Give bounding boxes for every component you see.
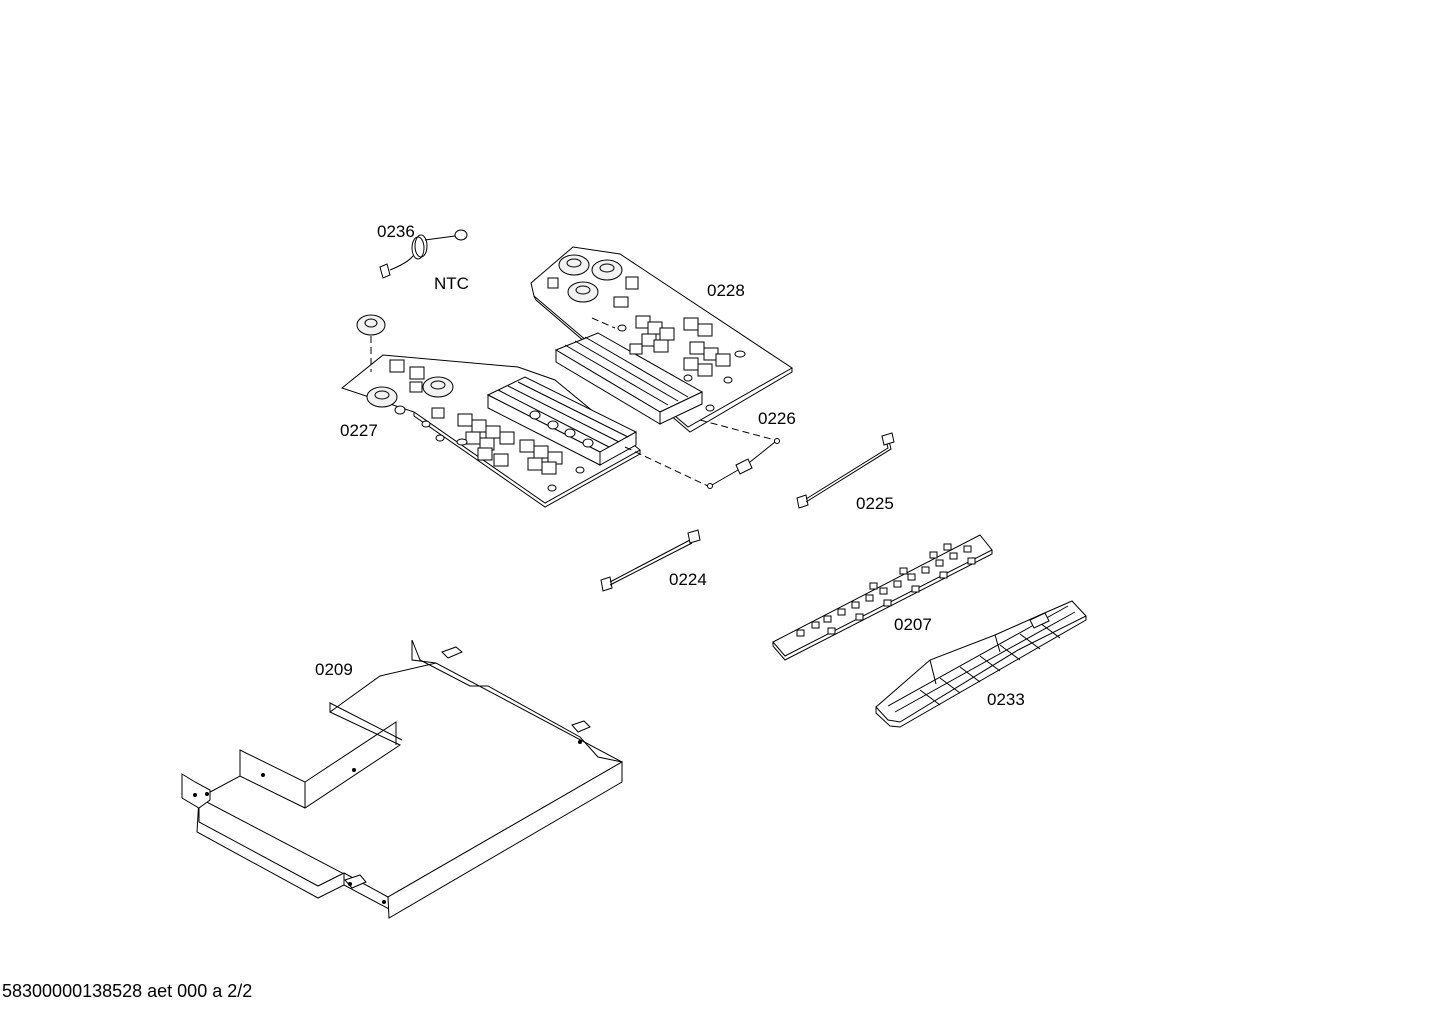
assembly-line <box>624 446 711 488</box>
assembly-line <box>591 317 616 329</box>
part-0236-label: 0236 <box>377 222 415 241</box>
part-0224-label: 0224 <box>669 570 707 589</box>
cable-0226-drawing <box>707 438 780 489</box>
part-0225-label: 0225 <box>856 494 894 513</box>
part-0228-label: 0228 <box>707 281 745 300</box>
part-0233-label: 0233 <box>987 690 1025 709</box>
pcb-0227-drawing <box>340 314 641 508</box>
part-0227-label: 0227 <box>340 421 378 440</box>
cable-0225-drawing <box>796 432 895 509</box>
drawing-number-footer: 58300000138528 aet 000 a 2/2 <box>2 981 253 1001</box>
assembly-line <box>699 419 776 441</box>
pcb-0228-drawing <box>530 246 793 433</box>
control-board-0207-drawing <box>772 534 993 661</box>
part-0209-label: 0209 <box>315 660 353 679</box>
cable-0224-drawing <box>600 529 701 592</box>
part-ntc-label: NTC <box>434 274 469 293</box>
part-0207-label: 0207 <box>894 615 932 634</box>
ntc-sensor-drawing <box>379 229 468 279</box>
base-tray-0209-drawing <box>181 639 624 919</box>
part-0226-label: 0226 <box>758 409 796 428</box>
holder-0233-drawing <box>875 600 1087 728</box>
